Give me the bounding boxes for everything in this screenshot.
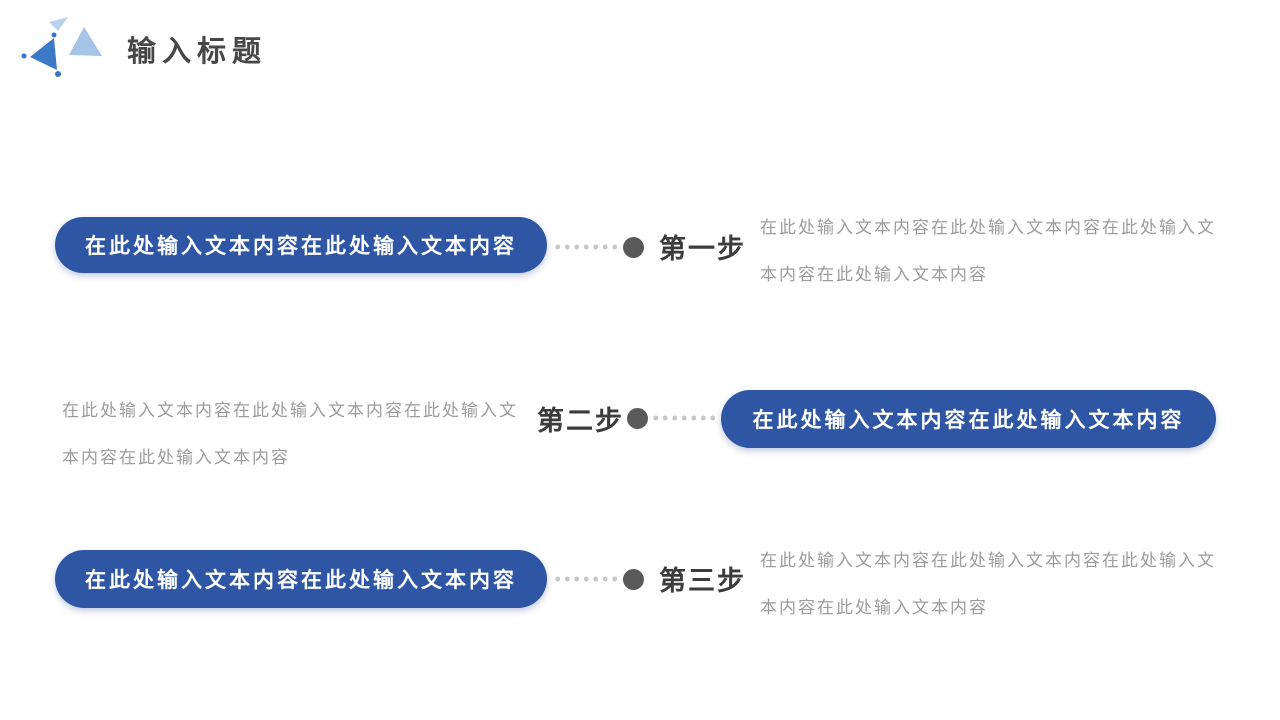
slide-title[interactable]: 输入标题 bbox=[127, 36, 268, 68]
logo-triangles-icon bbox=[21, 17, 102, 77]
step3-node-circle bbox=[623, 569, 644, 590]
step3-connector-dots bbox=[553, 576, 620, 582]
step3-label[interactable]: 第三步 bbox=[659, 566, 746, 596]
step1-label[interactable]: 第一步 bbox=[659, 234, 746, 264]
step2-description[interactable]: 在此处输入文本内容在此处输入文本内容在此处输入文本内容在此处输入文本内容 bbox=[62, 401, 518, 467]
step1-pill[interactable]: 在此处输入文本内容在此处输入文本内容 bbox=[55, 217, 547, 273]
step1-node-circle bbox=[623, 237, 644, 258]
step2-node-circle bbox=[627, 408, 648, 429]
step1-pill-text: 在此处输入文本内容在此处输入文本内容 bbox=[85, 235, 517, 258]
step2-pill-text: 在此处输入文本内容在此处输入文本内容 bbox=[752, 409, 1185, 432]
step1-description[interactable]: 在此处输入文本内容在此处输入文本内容在此处输入文本内容在此处输入文本内容 bbox=[760, 218, 1216, 284]
step3-pill-text: 在此处输入文本内容在此处输入文本内容 bbox=[85, 569, 517, 592]
step1-connector-dots bbox=[553, 244, 620, 250]
step2-label[interactable]: 第二步 bbox=[537, 406, 624, 436]
step3-pill[interactable]: 在此处输入文本内容在此处输入文本内容 bbox=[55, 550, 547, 608]
step2-pill[interactable]: 在此处输入文本内容在此处输入文本内容 bbox=[721, 390, 1216, 448]
step3-description[interactable]: 在此处输入文本内容在此处输入文本内容在此处输入文本内容在此处输入文本内容 bbox=[760, 551, 1216, 617]
step2-connector-dots bbox=[651, 415, 718, 421]
